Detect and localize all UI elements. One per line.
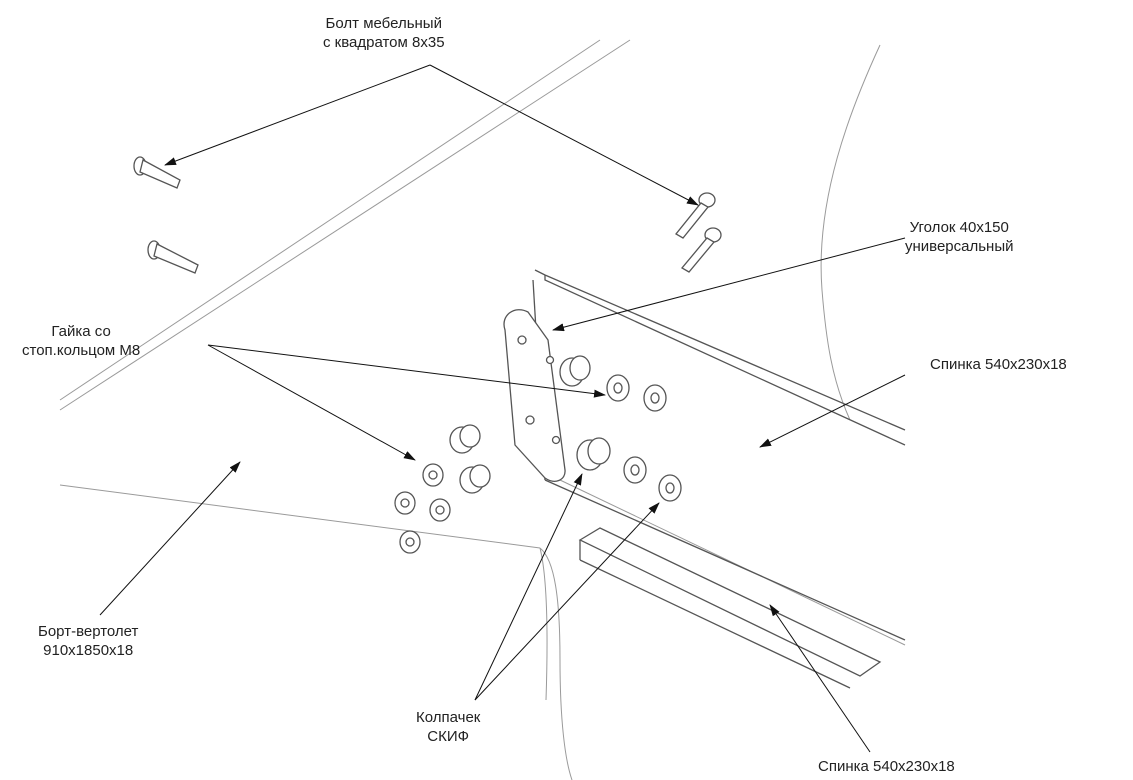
side-board-outline (59, 39, 906, 780)
label-bolt-line1: Болт мебельный (325, 15, 442, 32)
label-bolt: Болт мебельный с квадратом 8х35 (323, 14, 445, 52)
label-back-upper-line1: Спинка 540х230х18 (930, 356, 1067, 373)
label-nut-line1: Гайка со (51, 323, 111, 340)
leader-cap (474, 473, 660, 701)
back-panel-lower (578, 527, 882, 689)
label-cap-line1: Колпачек (416, 709, 481, 726)
bolt-left-upper (133, 156, 181, 189)
leader-nut (207, 344, 606, 461)
nut-group-right (606, 374, 682, 502)
label-side-line2: 910х1850х18 (43, 642, 134, 659)
cap-lower (576, 437, 611, 471)
label-bolt-line2: с квадратом 8х35 (323, 34, 445, 51)
bolt-right-lower (681, 227, 722, 273)
label-corner-line1: Уголок 40х150 (909, 219, 1009, 236)
label-cap: Колпачек СКИФ (416, 708, 480, 746)
leader-bolt (164, 64, 699, 206)
label-corner-line2: универсальный (905, 238, 1014, 255)
label-back-upper: Спинка 540х230х18 (930, 355, 1067, 374)
label-nut: Гайка со стоп.кольцом М8 (22, 322, 140, 360)
label-cap-line2: СКИФ (427, 728, 470, 745)
label-nut-line2: стоп.кольцом М8 (22, 342, 141, 359)
nut-group-left (394, 424, 491, 554)
leader-back-upper (759, 374, 906, 448)
corner-bracket (503, 309, 566, 482)
leader-back-lower (769, 604, 871, 753)
label-corner: Уголок 40х150 универсальный (905, 218, 1014, 256)
bolt-right-upper (675, 192, 716, 239)
leader-corner (552, 237, 906, 332)
label-back-lower: Спинка 540х230х18 (818, 757, 955, 776)
bolt-left-lower (147, 240, 199, 274)
label-side-line1: Борт-вертолет (38, 623, 139, 640)
label-side: Борт-вертолет 910х1850х18 (38, 622, 138, 660)
leader-side (99, 461, 241, 616)
cap-upper (559, 355, 591, 387)
label-back-lower-line1: Спинка 540х230х18 (818, 758, 955, 775)
